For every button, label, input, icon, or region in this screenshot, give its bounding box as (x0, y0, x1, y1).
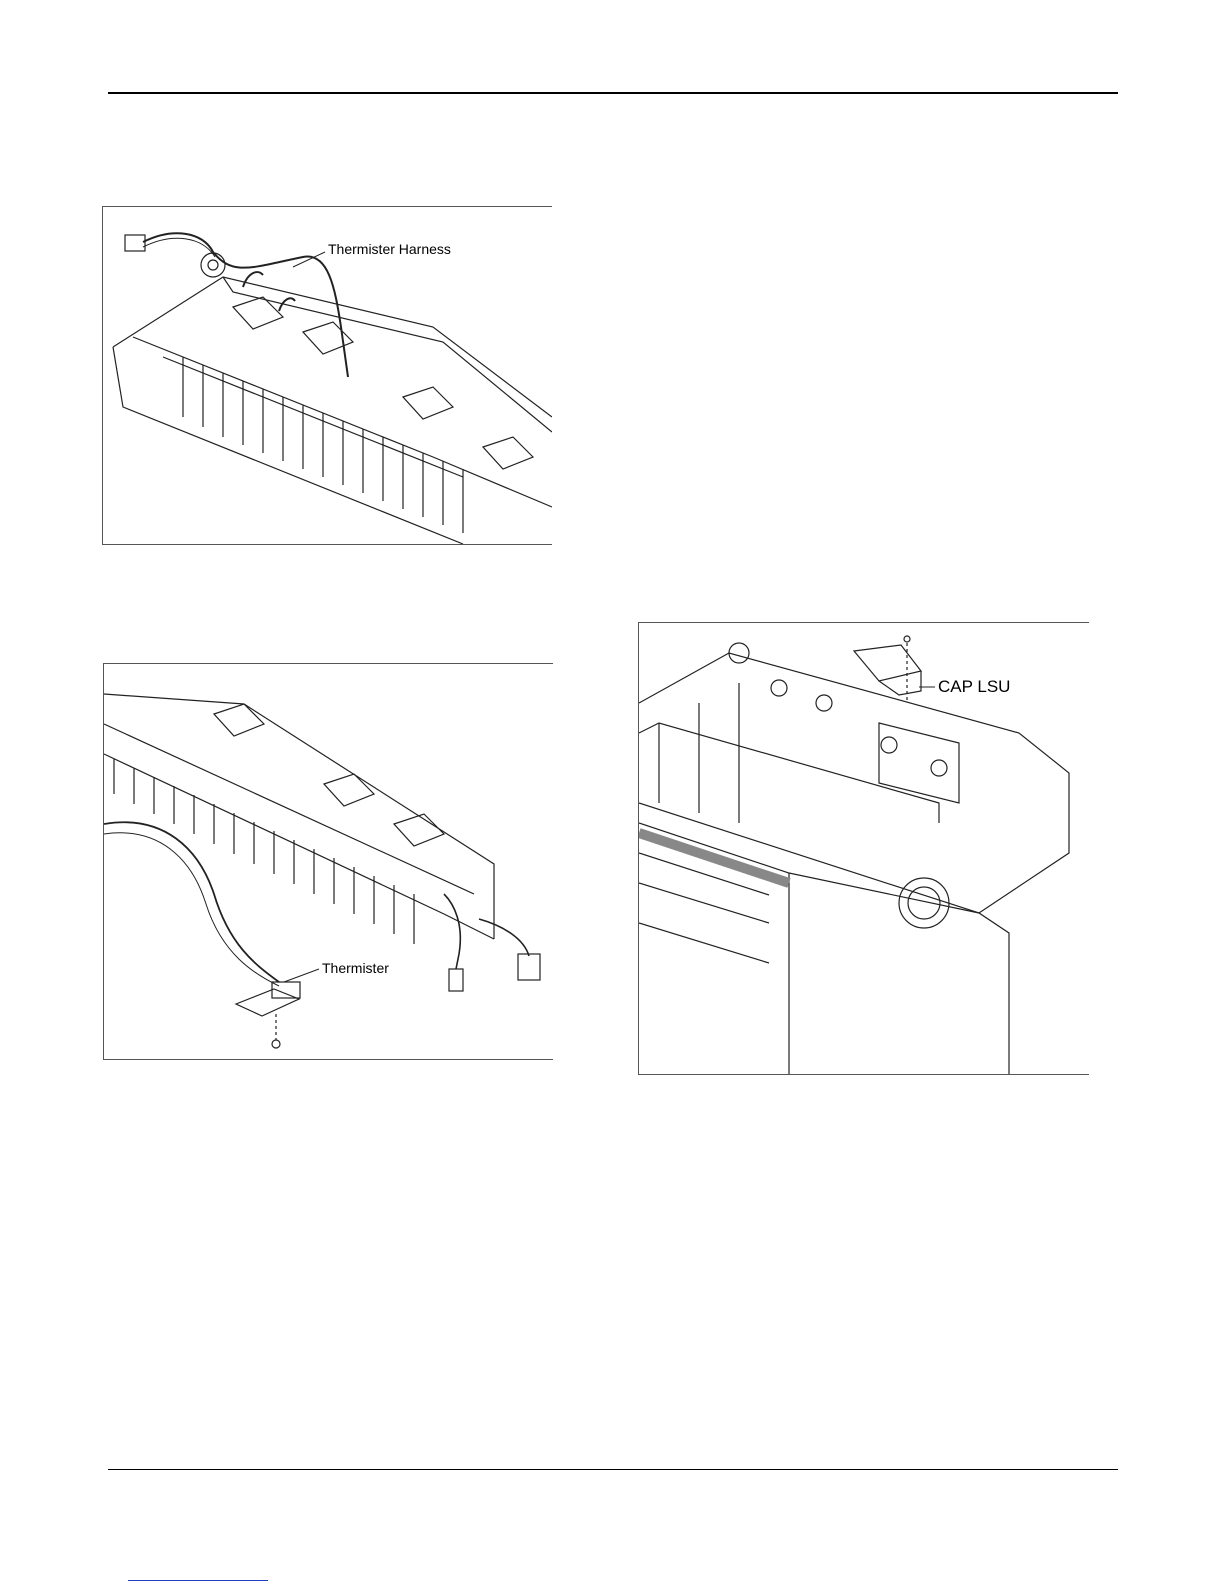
printer-lsu-drawing (639, 623, 1089, 1074)
header-rule (108, 92, 1118, 94)
thermister-figure: Thermister (103, 663, 553, 1060)
cap-lsu-label: CAP LSU (938, 677, 1010, 697)
cap-lsu-figure: CAP LSU (638, 622, 1089, 1075)
fuser-harness-drawing (103, 207, 552, 544)
fuser-thermister-drawing (104, 664, 553, 1059)
thermister-harness-figure: Thermister Harness (102, 206, 552, 545)
thermister-harness-label: Thermister Harness (328, 241, 451, 257)
footer-link-underline[interactable] (128, 1580, 268, 1581)
thermister-label: Thermister (322, 960, 389, 976)
footer-rule (108, 1469, 1118, 1470)
